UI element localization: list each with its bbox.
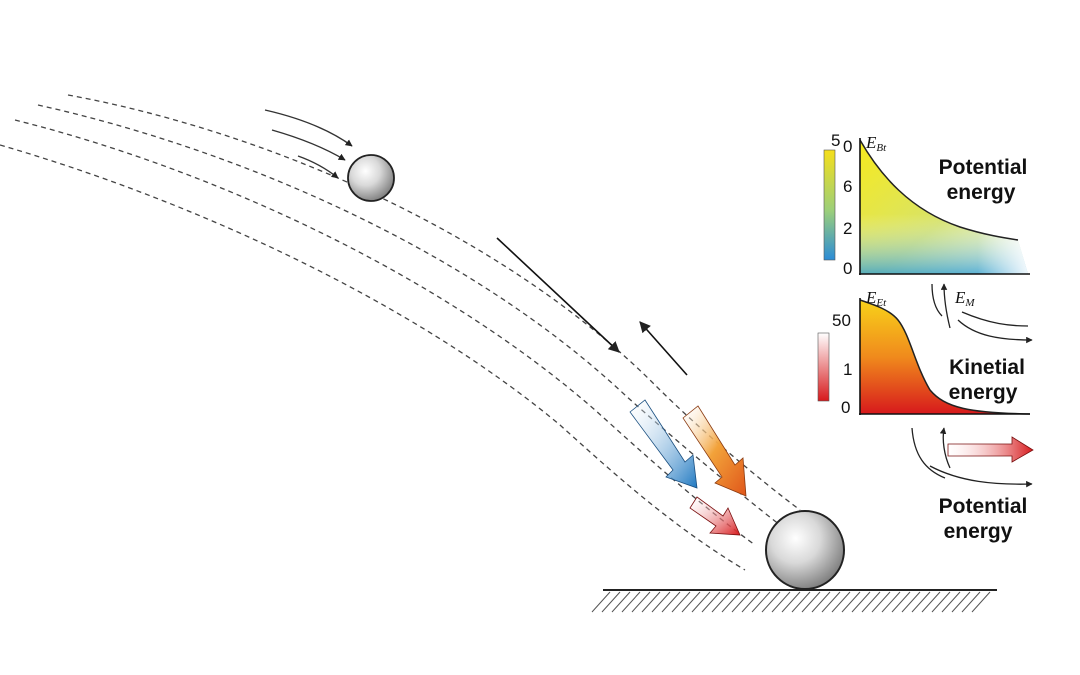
kinetic-tick-label: 0 — [841, 398, 850, 417]
ground-hatch-line — [631, 591, 651, 613]
ground-hatch-line — [921, 591, 941, 613]
ground-hatch-line — [961, 591, 981, 613]
ground-hatch-line — [601, 591, 621, 613]
transfer-symbol: EM — [954, 288, 975, 309]
potential-title: Potential — [939, 156, 1028, 179]
ball-upper — [347, 154, 395, 202]
potential-energy-curve — [859, 139, 1019, 241]
ground-hatch-line — [941, 591, 961, 613]
ground-hatch-line — [691, 591, 711, 613]
ground-hatch-line — [711, 591, 731, 613]
ground-hatch-line — [701, 591, 721, 613]
potential-energy-panel: 5 0 6 2 0 EBt Potential energy — [823, 131, 1030, 278]
potential-tick-label: 6 — [843, 177, 852, 196]
transfer-arrows-upper — [931, 283, 1033, 344]
ground-hatch-line — [931, 591, 951, 613]
ground-hatch-line — [871, 591, 891, 613]
ground-hatch-line — [811, 591, 831, 613]
ground-hatch-line — [881, 591, 901, 613]
energy-arrow-orange — [682, 405, 747, 497]
kinetic-tick-label: 50 — [832, 311, 851, 330]
potential-title: energy — [947, 181, 1016, 204]
potential-colorbar — [823, 149, 836, 261]
ground-hatch-line — [621, 591, 641, 613]
kinetic-energy-curve — [859, 299, 1031, 415]
ground-hatch-line — [661, 591, 681, 613]
ground-hatch-line — [771, 591, 791, 613]
kinetic-title: Kinetial — [949, 356, 1025, 379]
kinetic-tick-label: 1 — [843, 360, 852, 379]
direction-arrow-down — [496, 237, 620, 353]
ball-lower — [765, 510, 845, 590]
energy-arrow-horizontal — [947, 436, 1034, 463]
kinetic-symbol: EEt — [865, 288, 887, 309]
ground-hatch-line — [971, 591, 991, 613]
motion-arrows-upper — [264, 109, 353, 179]
potential-tick-label: 2 — [843, 219, 852, 238]
ground-hatch-line — [951, 591, 971, 613]
trajectory-line — [14, 119, 756, 546]
potential-symbol: EBt — [865, 133, 887, 154]
bottom-caption: energy — [944, 520, 1013, 543]
ground-hatch-line — [741, 591, 761, 613]
ground-hatch-line — [651, 591, 671, 613]
ground-hatch-line — [591, 591, 611, 613]
ground-hatch-line — [851, 591, 871, 613]
ground-hatch-line — [821, 591, 841, 613]
ground — [591, 589, 997, 613]
ground-hatch-line — [731, 591, 751, 613]
trajectory-line — [67, 94, 801, 511]
potential-tick-label: 0 — [843, 137, 852, 156]
ground-hatch-line — [781, 591, 801, 613]
ground-hatch-line — [791, 591, 811, 613]
ground-hatch-line — [641, 591, 661, 613]
trajectory-line — [37, 104, 781, 526]
ground-hatch-line — [721, 591, 741, 613]
bottom-caption: Potential — [939, 495, 1028, 518]
ground-hatch-line — [761, 591, 781, 613]
potential-top-label: 5 — [831, 131, 840, 150]
energy-arrow-red — [689, 496, 741, 536]
energy-arrow-blue — [629, 399, 698, 489]
trajectory-lines — [0, 94, 801, 571]
trajectory-line — [0, 144, 746, 571]
kinetic-energy-panel: 50 1 0 EEt Kinetial energy — [817, 288, 1031, 417]
direction-arrow-up — [639, 321, 688, 376]
ground-hatch-line — [801, 591, 821, 613]
potential-tick-label: 0 — [843, 259, 852, 278]
ground-hatch-line — [891, 591, 911, 613]
ground-hatch-line — [611, 591, 631, 613]
ground-hatch-line — [681, 591, 701, 613]
kinetic-title: energy — [949, 381, 1018, 404]
ground-hatch-line — [911, 591, 931, 613]
ground-hatch-line — [901, 591, 921, 613]
ground-hatch-line — [841, 591, 861, 613]
transfer-arrows-lower — [911, 427, 1033, 488]
kinetic-colorbar — [817, 332, 830, 402]
ground-hatch-line — [861, 591, 881, 613]
ground-hatch-line — [671, 591, 691, 613]
ground-hatch-line — [751, 591, 771, 613]
ground-hatch-line — [831, 591, 851, 613]
